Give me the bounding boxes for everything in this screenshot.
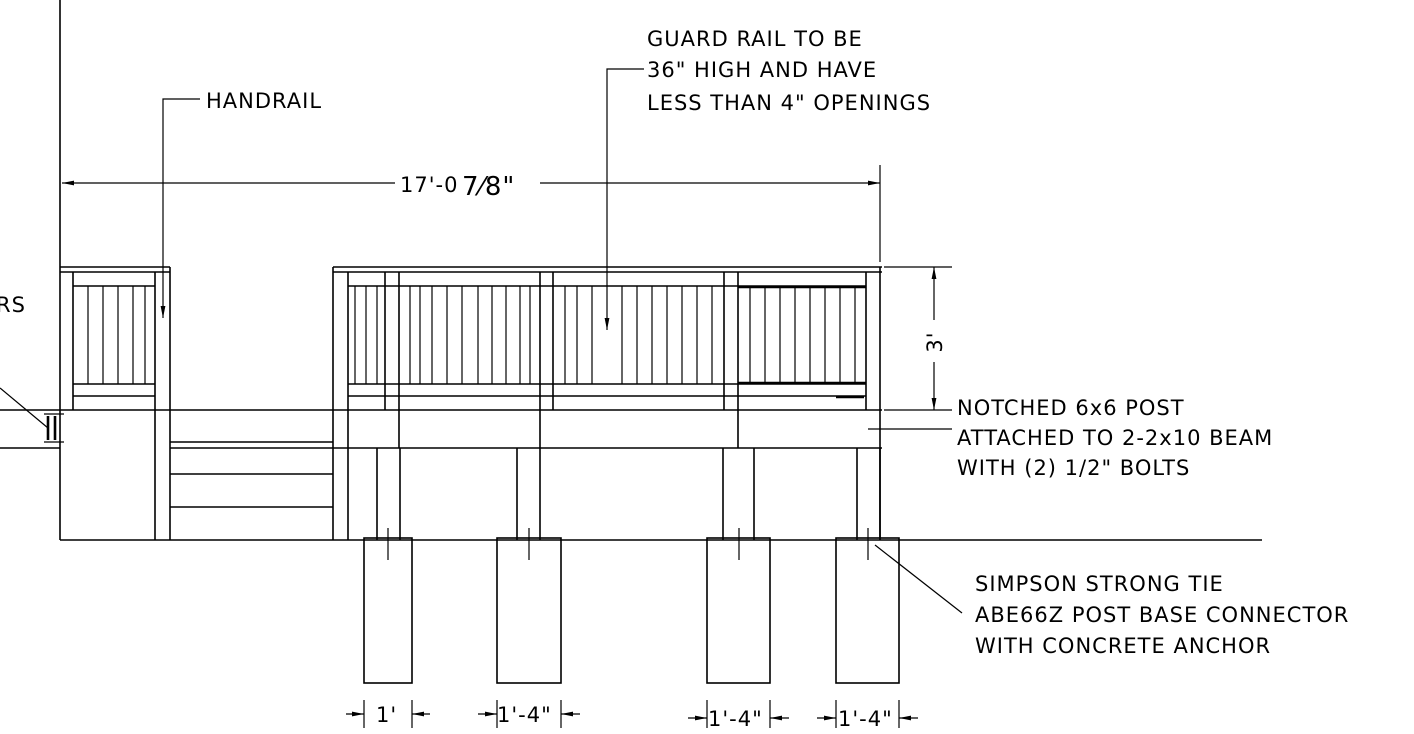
footing-2-width: 1'-4" [497, 703, 552, 727]
footing-3-width: 1'-4" [708, 707, 763, 731]
simpson-line-3: WITH CONCRETE ANCHOR [975, 634, 1271, 658]
guard-rail-line-2: 36" HIGH AND HAVE [647, 58, 877, 82]
simpson-line-2: ABE66Z POST BASE CONNECTOR [975, 603, 1349, 627]
notched-post-note: NOTCHED 6x6 POST ATTACHED TO 2-2x10 BEAM… [868, 396, 1273, 480]
guard-rail-line-1: GUARD RAIL TO BE [647, 27, 863, 51]
stair-treads [170, 441, 333, 508]
left-landing-rail [60, 266, 171, 540]
support-posts [376, 448, 881, 540]
simpson-line-1: SIMPSON STRONG TIE [975, 572, 1224, 596]
notched-post-line-1: NOTCHED 6x6 POST [957, 396, 1185, 420]
overall-width-dimension: 17'-0 7⁄8" [62, 165, 881, 262]
footing-dimensions: 1' 1'-4" 1'-4" 1'-4" [346, 700, 918, 731]
ledger-detail [0, 387, 882, 449]
guard-rail-note: GUARD RAIL TO BE 36" HIGH AND HAVE LESS … [604, 27, 931, 330]
handrail-label: HANDRAIL [206, 89, 322, 113]
cut-off-note: RS [0, 293, 26, 317]
guard-rail-line-3: LESS THAN 4" OPENINGS [647, 91, 931, 115]
notched-post-line-3: WITH (2) 1/2" BOLTS [957, 456, 1190, 480]
notched-post-line-2: ATTACHED TO 2-2x10 BEAM [957, 426, 1273, 450]
main-guard-rail [332, 266, 882, 540]
overall-width-label: 17'-0 [400, 173, 458, 197]
footing-1-width: 1' [376, 703, 397, 727]
rail-height-label: 3' [923, 331, 947, 352]
footing-4-width: 1'-4" [838, 707, 893, 731]
concrete-footings [363, 528, 900, 684]
simpson-note: SIMPSON STRONG TIE ABE66Z POST BASE CONN… [874, 544, 1349, 658]
overall-width-fraction: 7⁄8" [462, 172, 515, 202]
handrail-note: HANDRAIL [160, 89, 322, 318]
rail-height-dimension: 3' [884, 266, 952, 411]
